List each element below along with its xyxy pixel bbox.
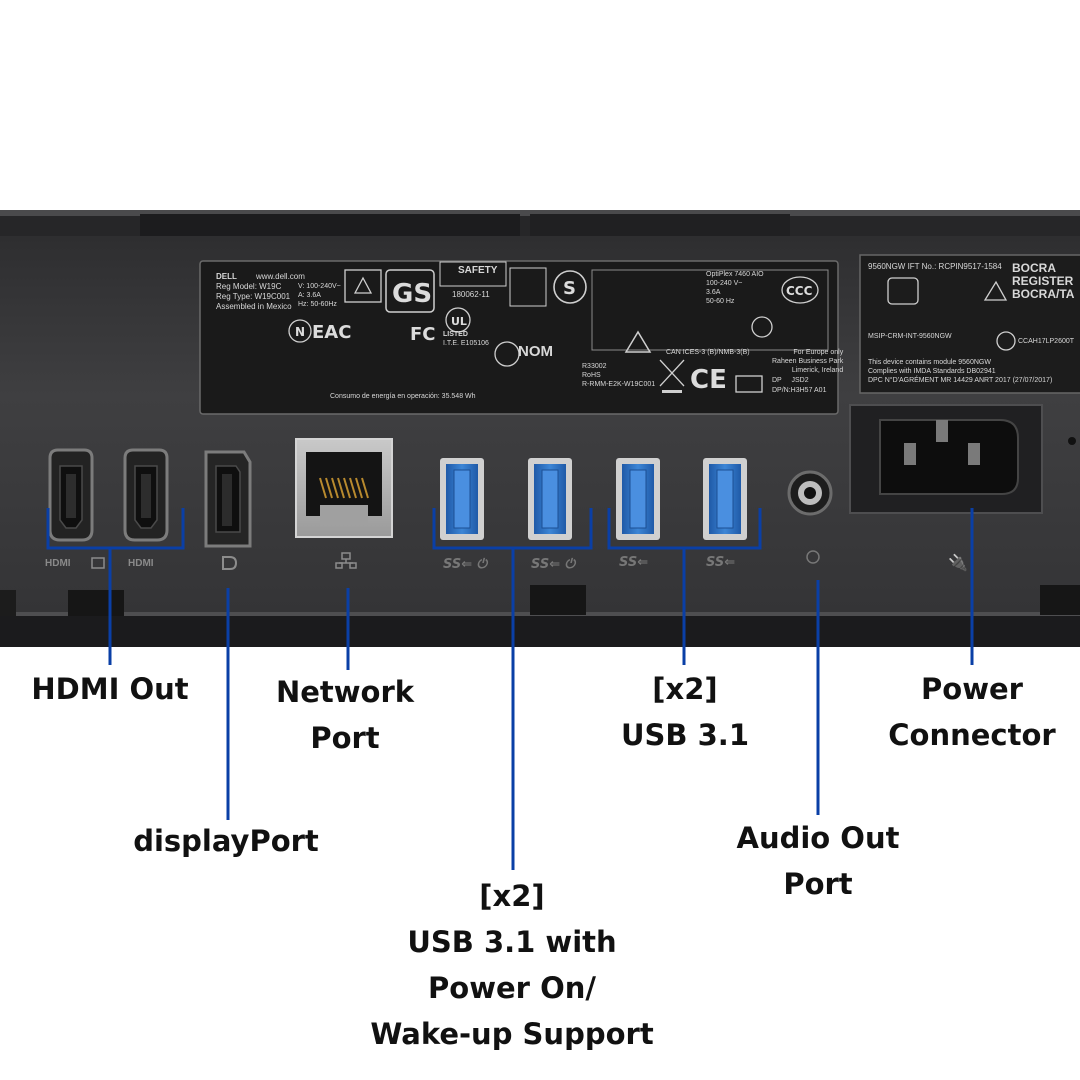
usb-ss-icon-3: SS⇐ bbox=[619, 555, 648, 570]
audio-out-label: Audio Out Port bbox=[736, 821, 900, 901]
usb-port-2 bbox=[528, 458, 572, 540]
label1-safety-no: 180062-11 bbox=[452, 290, 490, 299]
hdmi-text-icon-2: HDMI bbox=[128, 558, 154, 569]
label2-msip: MSIP-CRM-INT-9560NGW bbox=[868, 333, 952, 340]
label1-left-col: DELL Reg Model: W19C Reg Type: W19C001 A… bbox=[216, 272, 292, 311]
svg-text:FC: FC bbox=[410, 324, 436, 345]
usb-ss-icon-4: SS⇐ bbox=[706, 555, 735, 570]
audio-out-icon bbox=[806, 550, 820, 564]
hdmi-port-1 bbox=[48, 448, 94, 542]
displayport-logo-icon bbox=[222, 556, 238, 570]
callout-lines bbox=[46, 508, 974, 870]
label1-nom: NOM bbox=[518, 343, 553, 360]
network-port-label: Network Port bbox=[275, 675, 415, 755]
label2-dpc: DPC N°D'AGRÉMENT MR 14429 ANRT 2017 (27/… bbox=[868, 377, 1053, 384]
label2-imda: Complies with IMDA Standards DB02941 bbox=[868, 368, 996, 375]
label1-listed: LISTED I.T.E. E105106 bbox=[443, 331, 489, 347]
svg-text:CCC: CCC bbox=[786, 284, 813, 298]
power-connector-socket bbox=[849, 404, 1076, 514]
usb-port-4 bbox=[703, 458, 747, 540]
label2-bocra: BOCRA REGISTER BOCRA/TA bbox=[1012, 261, 1075, 301]
label2-module: This device contains module 9560NGW bbox=[868, 359, 991, 366]
label1-url: www.dell.com bbox=[256, 272, 305, 281]
network-icon bbox=[335, 552, 357, 569]
hdmi-port-2 bbox=[123, 448, 169, 542]
network-port bbox=[295, 438, 393, 538]
label1-product: OptiPlex 7460 AIO 100-240 V~ 3.6A 50-60 … bbox=[706, 271, 764, 305]
audio-out-jack bbox=[787, 470, 833, 516]
power-plug-icon: 🔌 bbox=[948, 553, 968, 572]
displayport-label: displayPort bbox=[133, 824, 319, 858]
hdmi-text-icon-1: HDMI bbox=[45, 558, 71, 569]
hdmi-arrow-icon bbox=[91, 557, 105, 569]
svg-text:UL: UL bbox=[451, 315, 467, 328]
power-connector-label: Power Connector bbox=[888, 672, 1056, 752]
label1-dp: DP JSD2 bbox=[772, 377, 809, 384]
label1-rmm: R33002 RoHS R-RMM-E2K-W19C001 bbox=[582, 363, 656, 388]
label1-europe: For Europe only Raheen Business Park Lim… bbox=[772, 349, 844, 374]
usb-power-on-label: [x2] USB 3.1 with Power On/ Wake-up Supp… bbox=[370, 879, 654, 1051]
label1-can: CAN ICES-3 (B)/NMB-3(B) bbox=[666, 349, 750, 356]
regulatory-label-left: GS S N EAC FC UL CCC CE bbox=[199, 260, 839, 415]
usb-ss-power-icon-1: SS⇐ ⏻ bbox=[443, 557, 489, 572]
hdmi-out-label: HDMI Out bbox=[31, 672, 189, 706]
label2-ccah: CCAH17LP2600T bbox=[1018, 338, 1075, 345]
svg-text:S: S bbox=[563, 278, 576, 299]
svg-text:GS: GS bbox=[392, 279, 432, 309]
displayport-port bbox=[204, 450, 252, 548]
label1-energy: Consumo de energía en operación: 35.548 … bbox=[330, 393, 476, 400]
svg-text:N: N bbox=[295, 325, 305, 339]
svg-text:CE: CE bbox=[690, 365, 727, 395]
usb-port-1 bbox=[440, 458, 484, 540]
svg-text:EAC: EAC bbox=[312, 322, 351, 343]
regulatory-label-right bbox=[859, 254, 1080, 394]
label1-safety: SAFETY bbox=[458, 265, 498, 276]
label1-ratings: V: 100-240V~ A: 3.6A Hz: 50-60Hz bbox=[298, 283, 341, 308]
label1-dpn: DP/N:H3H57 A01 bbox=[772, 387, 827, 394]
usb-ss-power-icon-2: SS⇐ ⏻ bbox=[531, 557, 577, 572]
usb-31-label: [x2] USB 3.1 bbox=[620, 672, 749, 752]
label2-line1: 9560NGW IFT No.: RCPIN9517-1584 bbox=[868, 262, 1002, 271]
usb-port-3 bbox=[616, 458, 660, 540]
